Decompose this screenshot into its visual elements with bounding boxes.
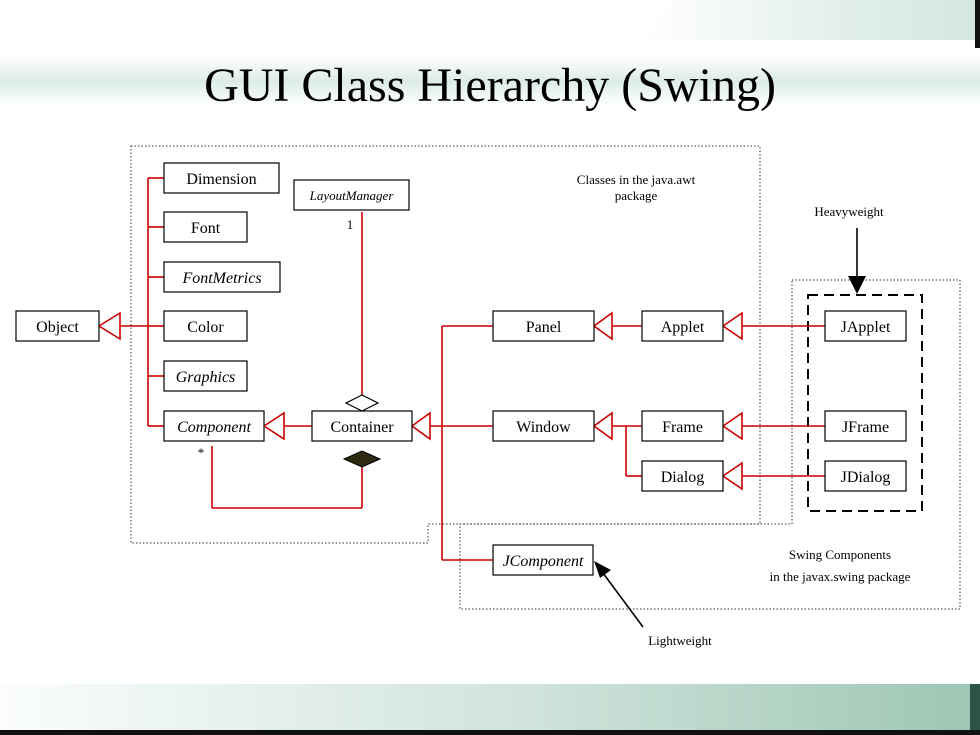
class-fontmetrics: FontMetrics: [163, 261, 281, 293]
title-band: [0, 56, 980, 106]
container-generalization-arrowhead: [410, 411, 431, 441]
awt-package-label-line2: package: [615, 188, 658, 203]
svg-text:Dimension: Dimension: [186, 171, 256, 188]
window-generalization-arrowhead: [592, 411, 613, 441]
lightweight-arrow: [594, 561, 644, 628]
class-layoutmanager: LayoutManager: [293, 179, 410, 211]
svg-text:FontMetrics: FontMetrics: [181, 270, 261, 287]
class-jdialog: JDialog: [824, 460, 907, 492]
awt-package-label-line1: Classes in the java.awt: [577, 172, 696, 187]
class-japplet: JApplet: [824, 310, 907, 342]
svg-text:Dialog: Dialog: [661, 469, 705, 486]
footer-edge: [970, 684, 980, 735]
class-jcomponent: JComponent: [492, 544, 594, 576]
slide-title: GUI Class Hierarchy (Swing): [204, 59, 776, 112]
class-dialog: Dialog: [641, 460, 724, 492]
class-component: Component: [163, 410, 265, 442]
class-frame: Frame: [641, 410, 724, 442]
footer-band: [0, 684, 980, 735]
dialog-generalization-arrowhead: [721, 461, 743, 491]
svg-text:Panel: Panel: [526, 319, 562, 336]
applet-generalization-arrowhead: [721, 311, 743, 341]
class-graphics: Graphics: [163, 360, 248, 392]
heavyweight-group-boundary: [807, 294, 923, 512]
svg-text:Color: Color: [187, 319, 224, 336]
composition-diamond: [342, 450, 382, 468]
svg-text:Applet: Applet: [661, 319, 705, 336]
svg-text:Object: Object: [36, 319, 79, 336]
header-decoration: [640, 0, 980, 40]
class-applet: Applet: [641, 310, 724, 342]
svg-text:Container: Container: [330, 419, 394, 436]
svg-text:Frame: Frame: [662, 419, 703, 436]
svg-text:JDialog: JDialog: [841, 469, 891, 486]
swing-package-label-line2: in the javax.swing package: [770, 569, 911, 584]
multiplicity-many-label: *: [198, 445, 205, 460]
generalization-arrowheads: [97, 311, 743, 491]
class-container: Container: [311, 410, 413, 442]
panel-generalization-arrowhead: [592, 311, 613, 341]
lightweight-label: Lightweight: [648, 633, 712, 648]
component-generalization-arrowhead: [262, 411, 285, 441]
swing-package-boundary: [459, 279, 961, 610]
class-object: Object: [15, 310, 100, 342]
class-font: Font: [163, 211, 248, 243]
class-color: Color: [163, 310, 248, 342]
heavyweight-label: Heavyweight: [814, 204, 884, 219]
swing-package-label-line1: Swing Components: [789, 547, 891, 562]
aggregation-diamond: [344, 394, 380, 412]
svg-text:Component: Component: [177, 419, 251, 436]
svg-text:JFrame: JFrame: [842, 419, 889, 436]
multiplicity-one-label: 1: [347, 217, 354, 232]
footer-rule: [0, 730, 980, 735]
header-edge-bar: [975, 0, 980, 48]
relation-lines: [120, 177, 825, 561]
svg-text:Font: Font: [191, 220, 221, 237]
class-dimension: Dimension: [163, 162, 280, 194]
svg-text:Window: Window: [516, 419, 571, 436]
svg-text:JApplet: JApplet: [841, 319, 891, 336]
frame-generalization-arrowhead: [721, 411, 743, 441]
svg-text:JComponent: JComponent: [503, 553, 584, 570]
class-jframe: JFrame: [824, 410, 907, 442]
class-window: Window: [492, 410, 595, 442]
svg-text:LayoutManager: LayoutManager: [309, 188, 395, 203]
svg-text:Graphics: Graphics: [176, 369, 236, 386]
class-panel: Panel: [492, 310, 595, 342]
heavyweight-arrow: [848, 228, 866, 294]
object-generalization-arrowhead: [97, 311, 121, 341]
